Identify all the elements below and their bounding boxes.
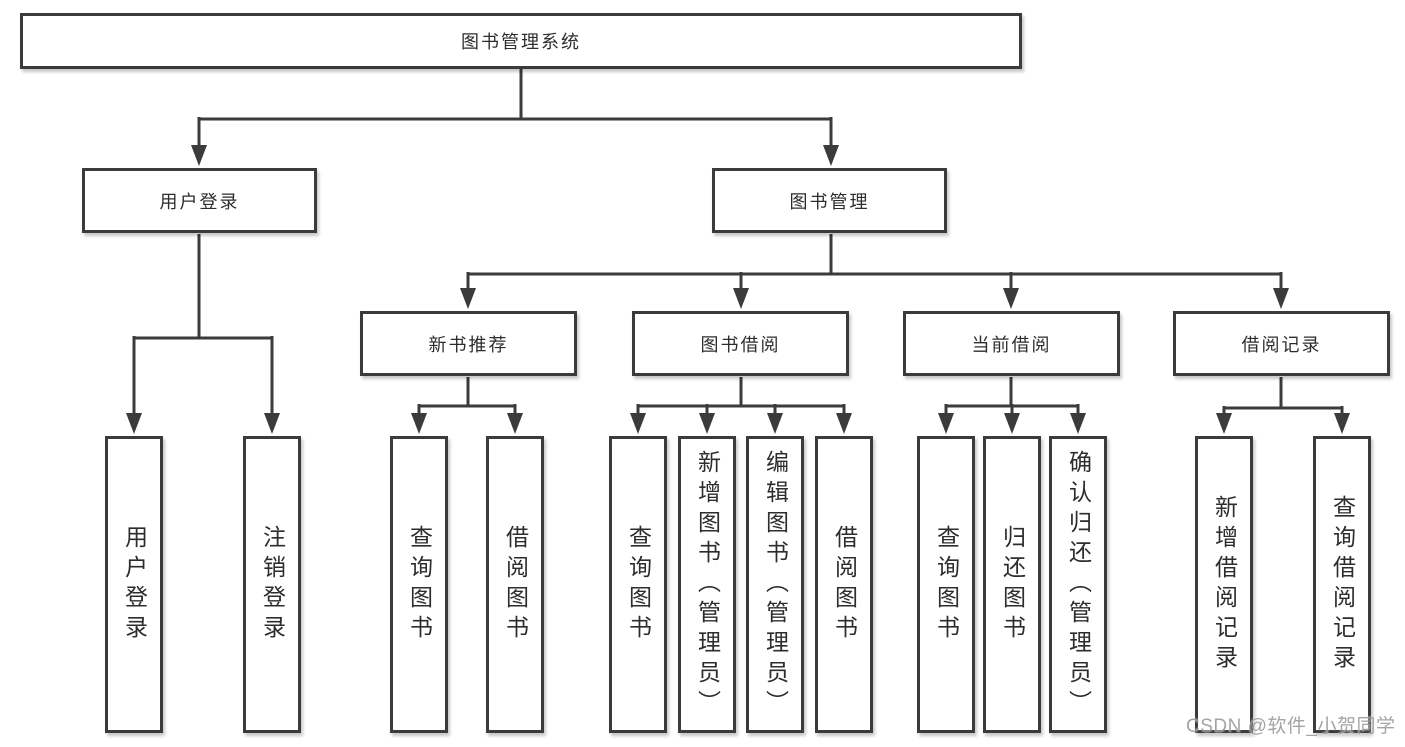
leaf-user-login: 用户登录: [105, 436, 163, 733]
leaf-query-book: 查询图书: [917, 436, 975, 733]
leaf-edit-book-admin: 编辑图书（管理员）: [746, 436, 804, 733]
connector-paths: [132, 69, 1344, 416]
leaf-borrow-book: 借阅图书: [486, 436, 544, 733]
leaf-logout: 注销登录: [243, 436, 301, 733]
leaf-return-book: 归还图书: [983, 436, 1041, 733]
node-book-management: 图书管理: [712, 168, 947, 233]
arrowheads: [126, 145, 1350, 434]
leaf-query-book: 查询图书: [390, 436, 448, 733]
node-user-login: 用户登录: [82, 168, 317, 233]
leaf-add-borrow-record: 新增借阅记录: [1195, 436, 1253, 733]
node-current-borrowing: 当前借阅: [903, 311, 1120, 376]
leaf-borrow-book: 借阅图书: [815, 436, 873, 733]
node-book-borrowing: 图书借阅: [632, 311, 849, 376]
leaf-confirm-return-admin: 确认归还（管理员）: [1049, 436, 1107, 733]
leaf-query-borrow-record: 查询借阅记录: [1313, 436, 1371, 733]
node-new-book-recommendation: 新书推荐: [360, 311, 577, 376]
node-borrowing-records: 借阅记录: [1173, 311, 1390, 376]
leaf-query-book: 查询图书: [609, 436, 667, 733]
leaf-add-book-admin: 新增图书（管理员）: [678, 436, 736, 733]
csdn-watermark: CSDN @软件_小贺同学: [1186, 716, 1396, 737]
node-library-management-system: 图书管理系统: [20, 13, 1022, 69]
